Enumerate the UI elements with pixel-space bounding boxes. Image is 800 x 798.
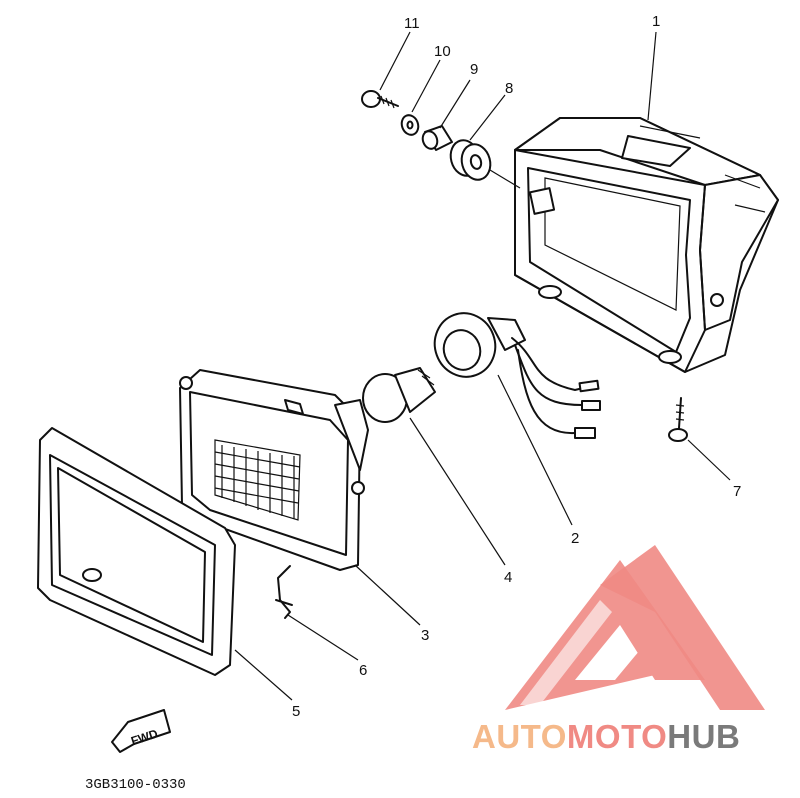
part-5-headlight-rim <box>37 427 236 676</box>
part-7-bolt <box>668 397 688 442</box>
part-3-headlight-unit <box>179 369 369 571</box>
part-code: 3GB3100-0330 <box>85 777 186 793</box>
part-11-bolt <box>361 90 399 109</box>
part-9-collar <box>421 125 453 151</box>
automotohub-logo-icon <box>505 545 765 710</box>
part-6-clip <box>275 565 293 619</box>
leader-lines <box>234 31 731 701</box>
callout-4: 4 <box>504 569 512 586</box>
callout-2: 2 <box>571 530 579 547</box>
callout-1: 1 <box>652 13 660 30</box>
callout-5: 5 <box>292 703 300 720</box>
callout-10: 10 <box>434 43 451 60</box>
forward-arrow-icon: FWD <box>111 709 171 753</box>
lens-pattern <box>214 439 301 521</box>
watermark-hub: HUB <box>667 718 740 755</box>
callout-7: 7 <box>733 483 741 500</box>
part-2-bulb-socket <box>433 312 601 439</box>
watermark-text: AUTOMOTOHUB <box>472 718 740 755</box>
part-8-grommet <box>449 139 521 189</box>
callout-9: 9 <box>470 61 478 78</box>
part-10-washer <box>400 114 420 136</box>
part-1-headlight-housing <box>514 117 779 373</box>
callout-11: 11 <box>404 15 420 32</box>
callout-8: 8 <box>505 80 513 97</box>
callout-3: 3 <box>421 627 429 644</box>
watermark-moto: MOTO <box>567 718 667 755</box>
watermark-auto: AUTO <box>472 718 567 755</box>
part-4-bulb <box>362 367 436 423</box>
callout-6: 6 <box>359 662 367 679</box>
